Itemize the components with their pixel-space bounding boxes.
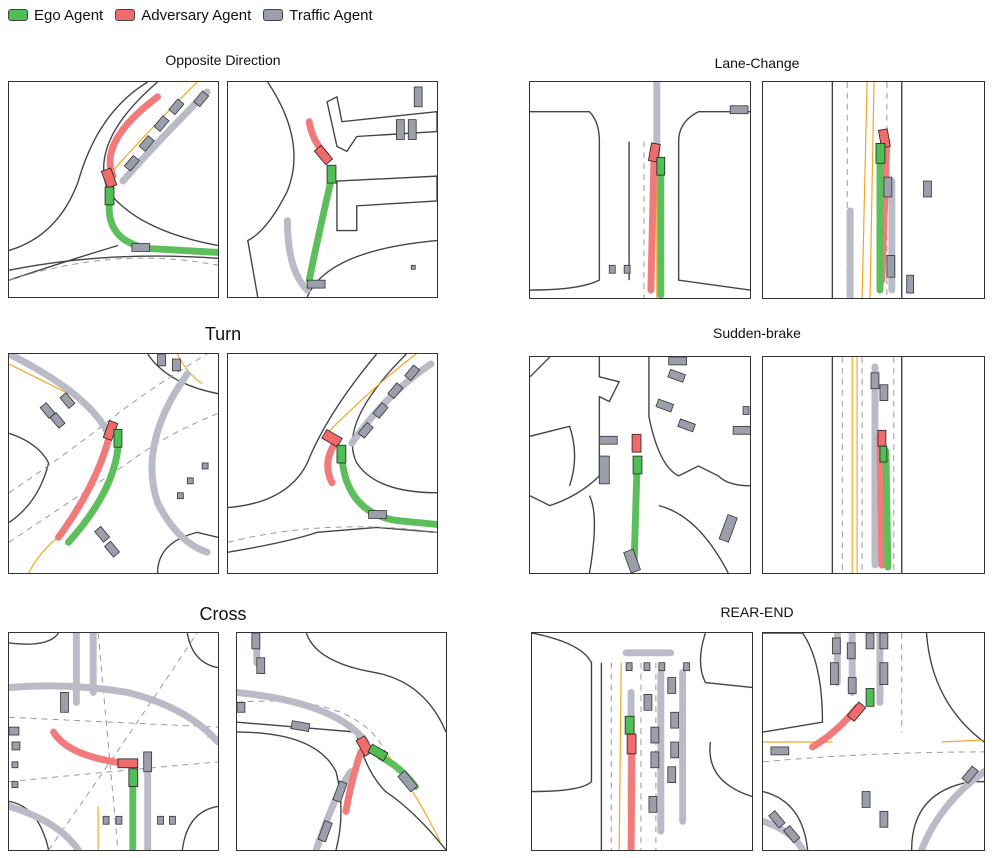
- cross-panel-2: [236, 632, 447, 851]
- legend-traffic-label: Traffic Agent: [289, 6, 373, 24]
- traffic-swatch-icon: [263, 9, 284, 21]
- legend-adversary: Adversary Agent: [115, 7, 251, 24]
- cross-panel-1: [8, 632, 219, 851]
- title-opposite-direction: Opposite Direction: [165, 52, 281, 68]
- sudden-brake-panel-1: [529, 356, 751, 574]
- title-rear-end: REAR-END: [720, 604, 794, 620]
- legend-adversary-label: Adversary Agent: [141, 6, 252, 24]
- title-turn: Turn: [204, 324, 242, 344]
- sudden-brake-panel-2: [762, 356, 985, 574]
- legend-traffic: Traffic Agent: [263, 6, 373, 24]
- lane-change-panel-1: [529, 81, 751, 299]
- legend: Ego Agent Adversary Agent Traffic Agent: [8, 5, 373, 25]
- legend-ego-label: Ego Agent: [34, 6, 104, 24]
- opposite-direction-panel-2: [227, 81, 438, 298]
- title-lane-change: Lane-Change: [714, 55, 800, 71]
- opposite-direction-panel-1: [8, 81, 219, 298]
- adversary-swatch-icon: [115, 9, 136, 21]
- rear-end-panel-2: [762, 632, 985, 851]
- legend-ego: Ego Agent: [8, 7, 103, 24]
- title-cross: Cross: [199, 604, 247, 624]
- ego-swatch-icon: [8, 9, 28, 21]
- turn-panel-2: [227, 353, 438, 574]
- title-sudden-brake: Sudden-brake: [713, 325, 801, 341]
- rear-end-panel-1: [531, 632, 753, 851]
- turn-panel-1: [8, 353, 219, 574]
- lane-change-panel-2: [762, 81, 985, 299]
